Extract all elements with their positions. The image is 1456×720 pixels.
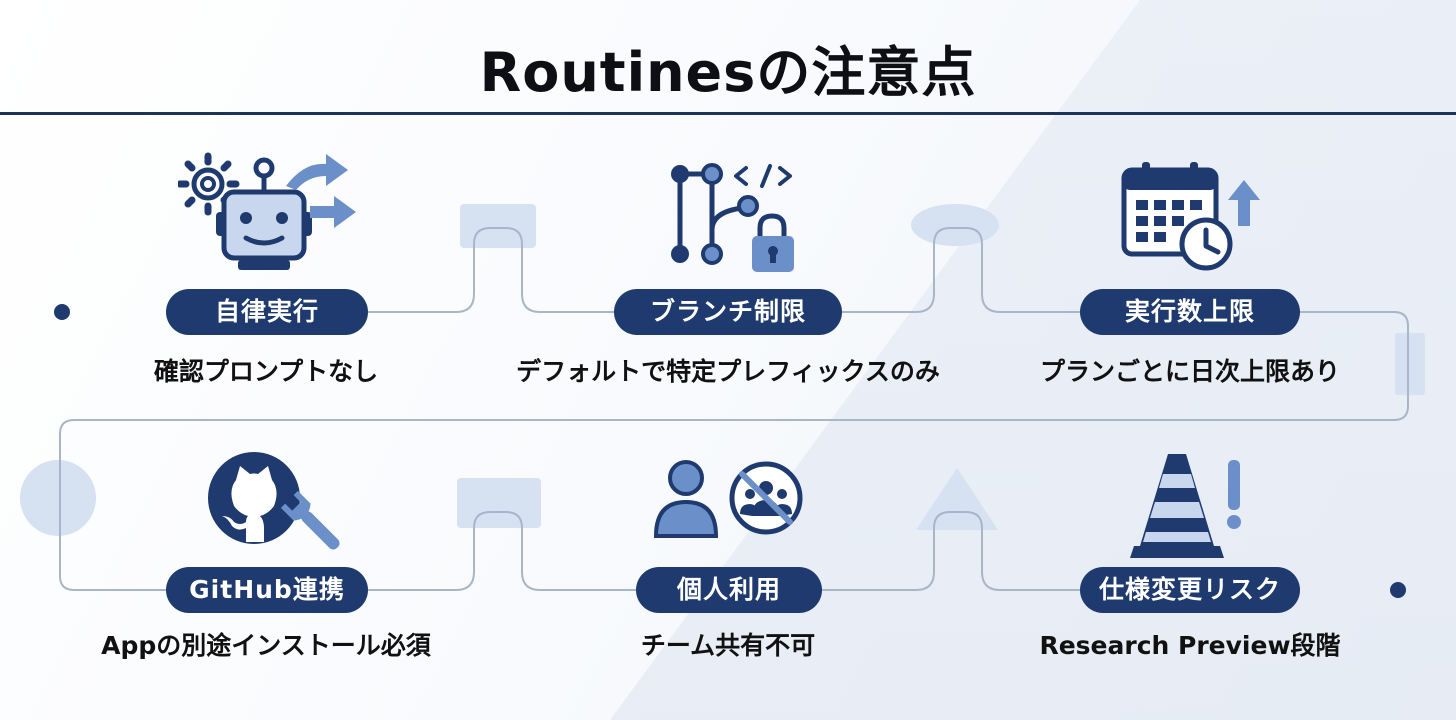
git-branch-lock-icon bbox=[671, 163, 794, 272]
connector-row2-a bbox=[368, 511, 636, 591]
item-desc-run-limit: プランごとに日次上限あり bbox=[1039, 357, 1340, 386]
user-no-team-icon bbox=[653, 460, 803, 538]
decor-circle-left bbox=[20, 460, 96, 536]
decor-ellipse bbox=[911, 204, 999, 246]
decor-rect-2 bbox=[457, 478, 541, 528]
item-label-personal-use: 個人利用 bbox=[636, 567, 822, 613]
decor-triangle bbox=[916, 468, 998, 530]
decor-rect-right bbox=[1395, 333, 1425, 395]
calendar-clock-icon bbox=[1121, 162, 1260, 271]
page-title: Routinesの注意点 bbox=[479, 41, 977, 104]
connector-row1-a bbox=[368, 227, 614, 313]
title-divider bbox=[0, 112, 1456, 115]
item-label-branch-limit: ブランチ制限 bbox=[614, 289, 842, 335]
item-desc-github: Appの別途インストール必須 bbox=[101, 631, 431, 660]
traffic-cone-alert-icon bbox=[1130, 454, 1241, 558]
item-label-run-limit: 実行数上限 bbox=[1080, 289, 1300, 335]
item-desc-spec-change: Research Preview段階 bbox=[1039, 631, 1341, 660]
robot-gear-arrows-icon bbox=[178, 152, 356, 270]
item-label-spec-change: 仕様変更リスク bbox=[1080, 567, 1300, 613]
connector-wrap bbox=[59, 311, 1409, 591]
item-label-github: GitHub連携 bbox=[166, 567, 368, 613]
decor-rect-1 bbox=[460, 204, 536, 248]
item-desc-autonomous: 確認プロンプトなし bbox=[153, 357, 379, 386]
flow-start-dot bbox=[54, 304, 70, 320]
item-label-autonomous: 自律実行 bbox=[166, 289, 368, 335]
item-desc-personal-use: チーム共有不可 bbox=[640, 631, 816, 660]
connector-row2-b bbox=[822, 511, 1080, 591]
connector-row1-b bbox=[842, 227, 1080, 313]
flow-end-dot bbox=[1390, 582, 1406, 598]
github-wrench-icon bbox=[208, 452, 340, 550]
item-desc-branch-limit: デフォルトで特定プレフィックスのみ bbox=[516, 357, 940, 386]
